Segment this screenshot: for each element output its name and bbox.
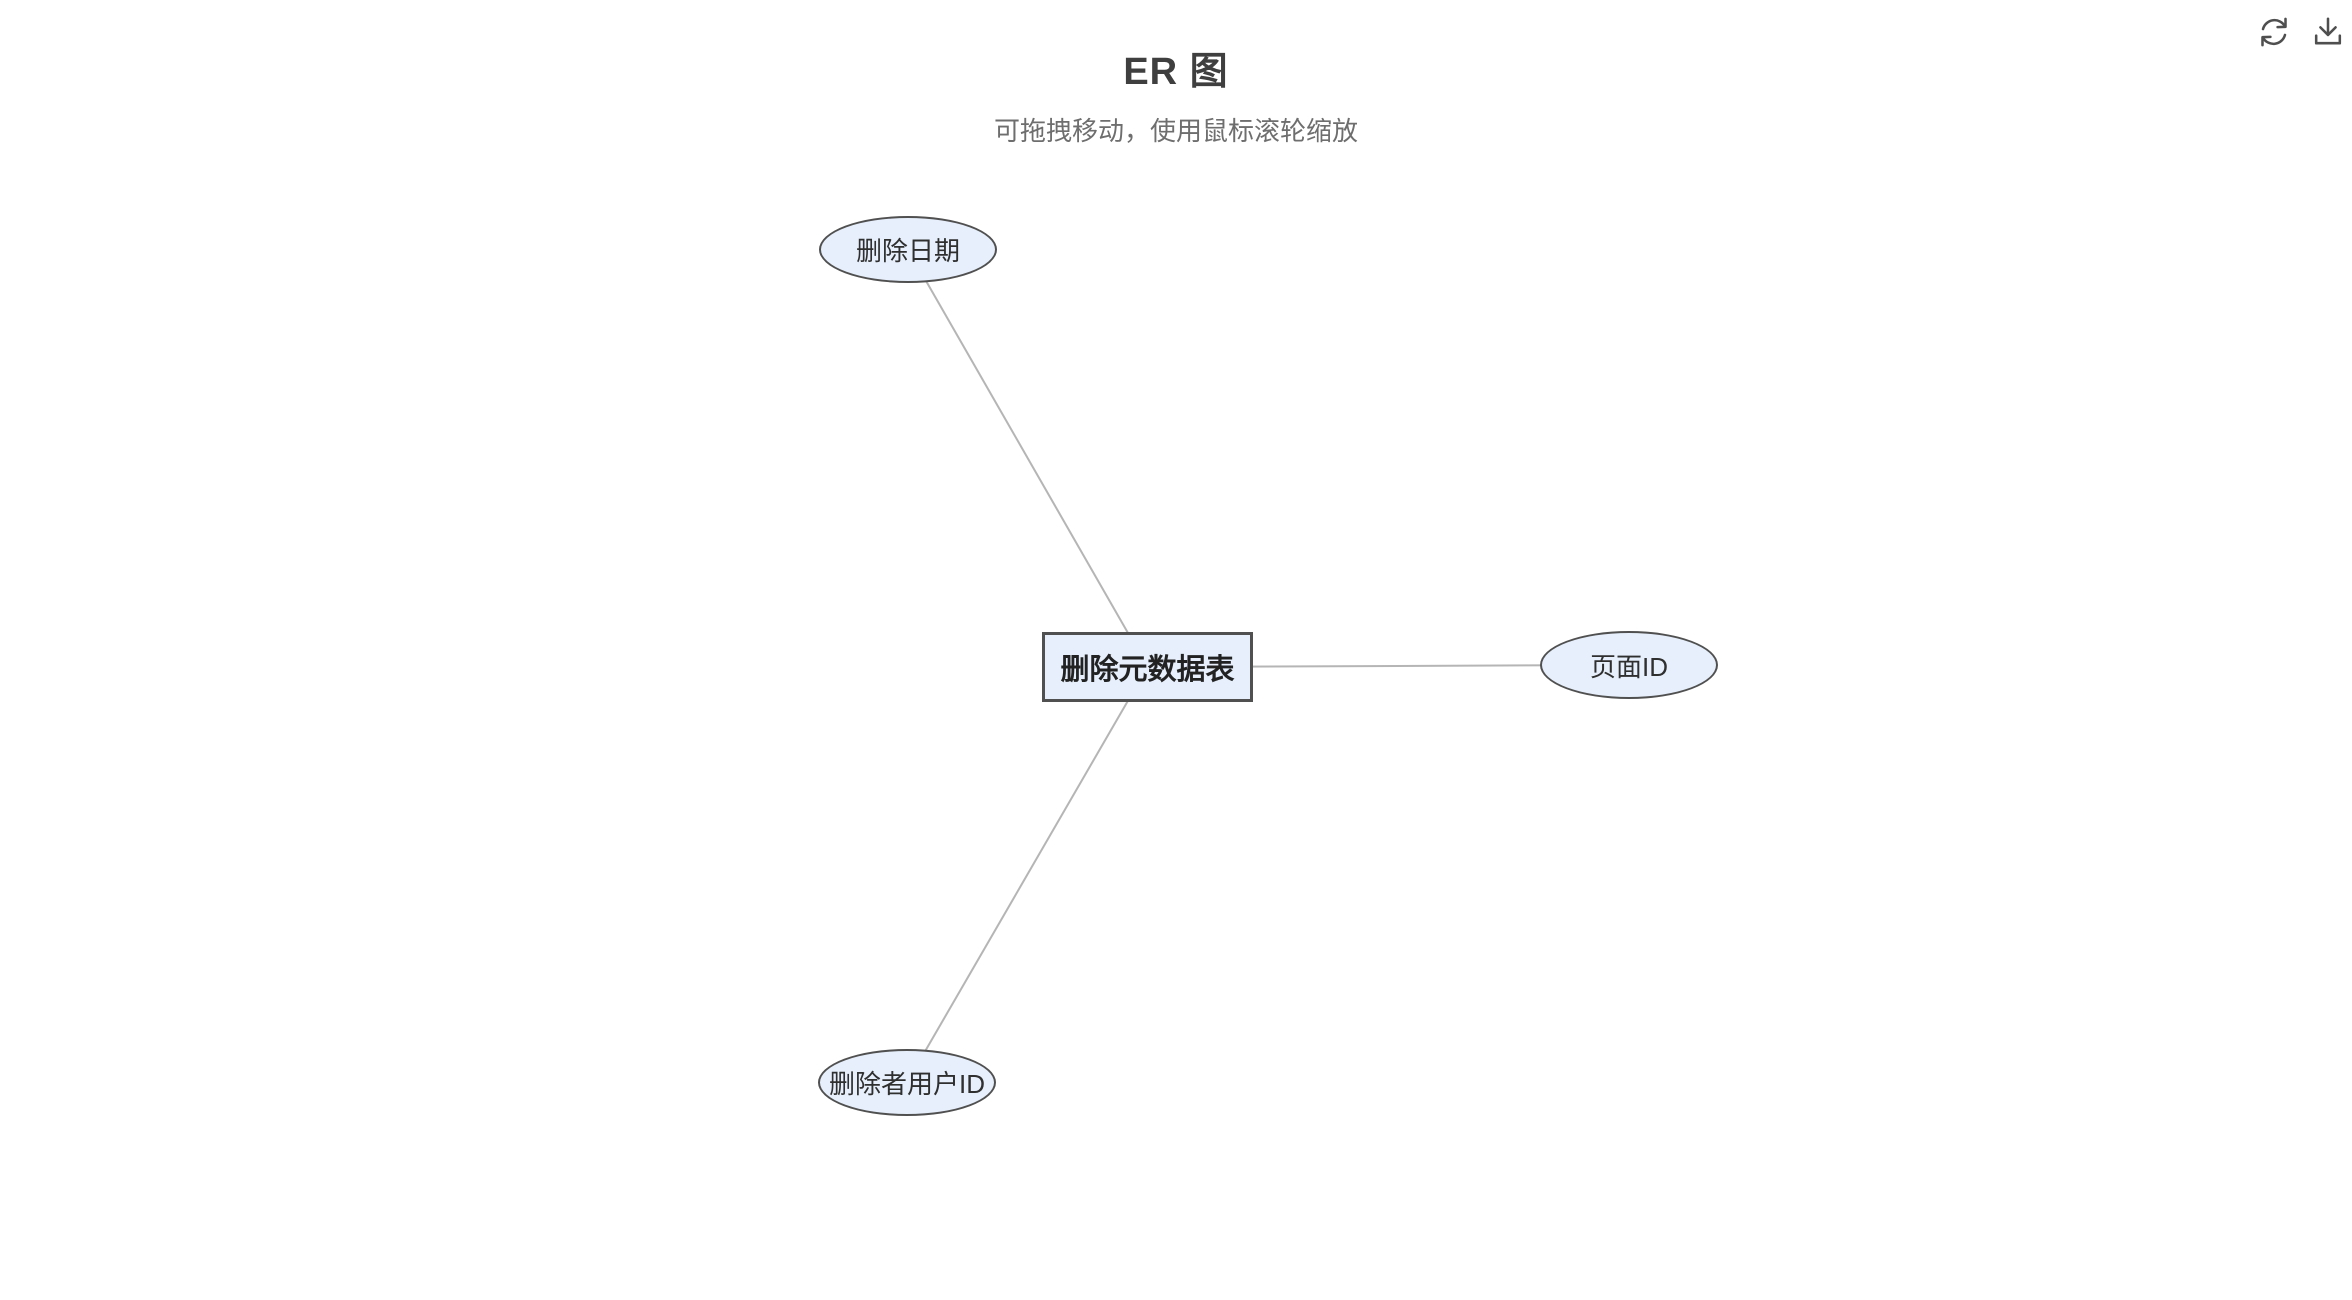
attribute-node-deleter-user-id[interactable]: 删除者用户ID bbox=[818, 1049, 996, 1116]
node-label: 删除日期 bbox=[855, 236, 960, 266]
attribute-node-page-id[interactable]: 页面ID bbox=[1540, 631, 1718, 699]
node-label: 删除者用户ID bbox=[828, 1069, 985, 1099]
refresh-icon bbox=[2261, 17, 2287, 47]
entity-node-delete-metadata-table[interactable]: 删除元数据表 bbox=[1042, 632, 1253, 702]
toolbar bbox=[2255, 13, 2347, 51]
attribute-node-delete-date[interactable]: 删除日期 bbox=[819, 216, 997, 283]
download-icon bbox=[2314, 17, 2342, 45]
download-button[interactable] bbox=[2309, 13, 2347, 51]
node-label: 页面ID bbox=[1589, 651, 1668, 682]
refresh-button[interactable] bbox=[2255, 13, 2293, 51]
node-label: 删除元数据表 bbox=[1060, 654, 1235, 686]
